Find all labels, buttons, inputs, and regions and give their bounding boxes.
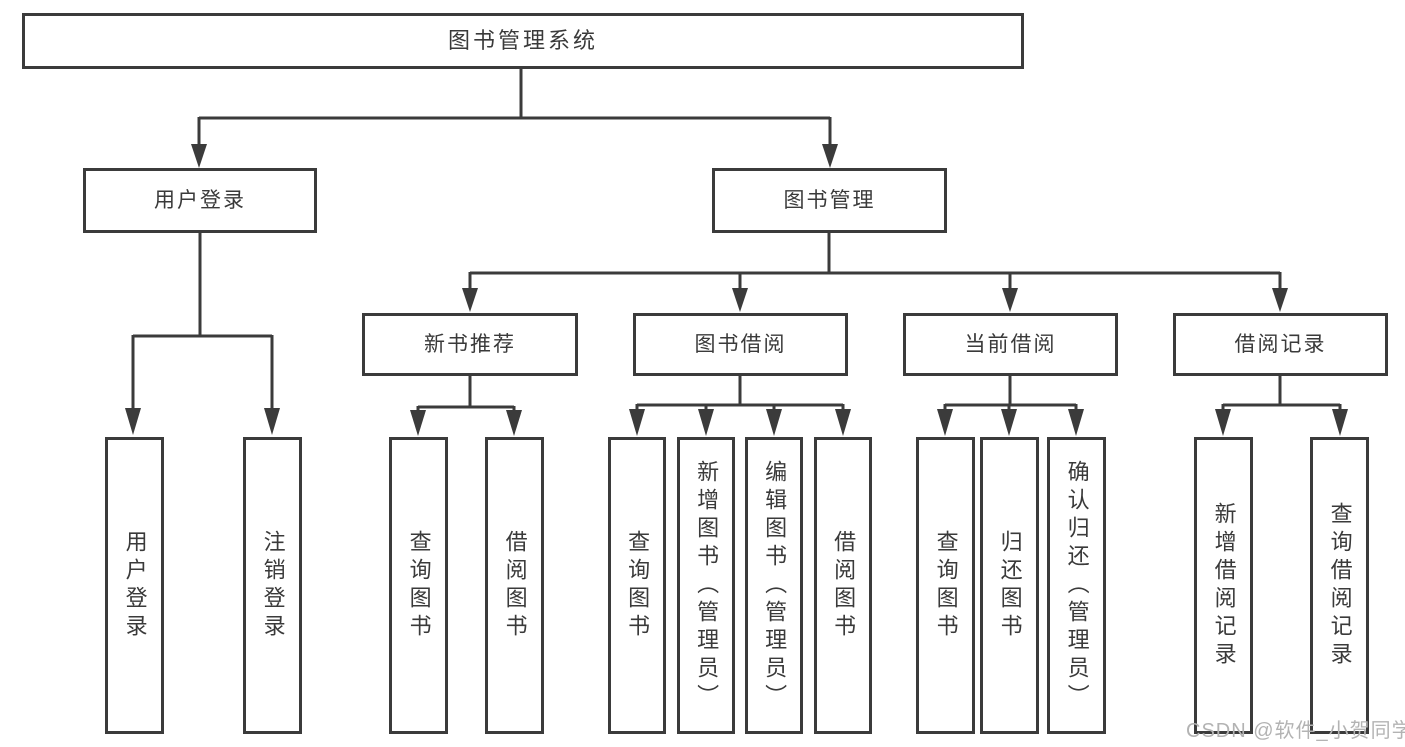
leaf-return-books: 归还图书 [980,437,1039,734]
leaf-query-borrow-record-label: 查询借阅记录 [1327,501,1353,670]
connector-book-borrow-to-leaves [629,376,851,436]
leaf-edit-books-admin-label: 编辑图书（管理员） [762,459,788,712]
leaf-borrow-books: 借阅图书 [814,437,872,734]
leaf-query-borrow-record: 查询借阅记录 [1310,437,1369,734]
node-current-borrowing: 当前借阅 [903,313,1118,376]
leaf-query-books-current: 查询图书 [916,437,975,734]
leaf-user-login: 用户登录 [105,437,164,734]
leaf-confirm-return-admin: 确认归还（管理员） [1047,437,1106,734]
node-user-login-label: 用户登录 [154,189,246,212]
connector-user-login-to-leaves [125,232,280,435]
leaf-return-books-label: 归还图书 [997,529,1023,642]
leaf-borrow-books-recommend-label: 借阅图书 [502,529,528,642]
leaf-query-books-borrowing-label: 查询图书 [625,529,651,642]
csdn-watermark: CSDN @软件_小贺同学 [1186,720,1405,742]
leaf-query-books-recommend: 查询图书 [389,437,448,734]
leaf-add-books-admin-label: 新增图书（管理员） [694,459,720,712]
node-root: 图书管理系统 [22,13,1024,69]
node-root-label: 图书管理系统 [447,28,598,53]
leaf-add-books-admin: 新增图书（管理员） [677,437,735,734]
node-book-borrowing: 图书借阅 [633,313,848,376]
leaf-query-books-recommend-label: 查询图书 [406,529,432,642]
node-user-login: 用户登录 [83,168,317,233]
node-borrowing-records: 借阅记录 [1173,313,1388,376]
leaf-edit-books-admin: 编辑图书（管理员） [745,437,803,734]
leaf-add-borrow-record-label: 新增借阅记录 [1211,501,1237,670]
leaf-borrow-books-recommend: 借阅图书 [485,437,544,734]
leaf-add-borrow-record: 新增借阅记录 [1194,437,1253,734]
node-new-book-recommend: 新书推荐 [362,313,578,376]
node-book-management-label: 图书管理 [783,189,876,212]
leaf-logout: 注销登录 [243,437,302,734]
node-book-management: 图书管理 [712,168,947,233]
connector-new-book-rec-to-leaves [410,376,522,436]
node-current-borrowing-label: 当前借阅 [964,333,1057,356]
node-book-borrowing-label: 图书借阅 [694,333,787,356]
connector-root-to-level2 [191,69,838,168]
leaf-logout-label: 注销登录 [260,529,286,642]
connector-borrow-records-to-leaves [1215,376,1348,436]
leaf-query-books-current-label: 查询图书 [933,529,959,642]
node-borrowing-records-label: 借阅记录 [1234,333,1327,356]
leaf-borrow-books-label: 借阅图书 [831,529,857,642]
node-new-book-recommend-label: 新书推荐 [424,333,516,356]
connector-book-mgmt-to-level3 [462,233,1288,312]
leaf-query-books-borrowing: 查询图书 [608,437,666,734]
connector-current-borrow-to-leaves [937,376,1084,436]
leaf-user-login-label: 用户登录 [122,529,148,642]
leaf-confirm-return-admin-label: 确认归还（管理员） [1064,459,1090,712]
